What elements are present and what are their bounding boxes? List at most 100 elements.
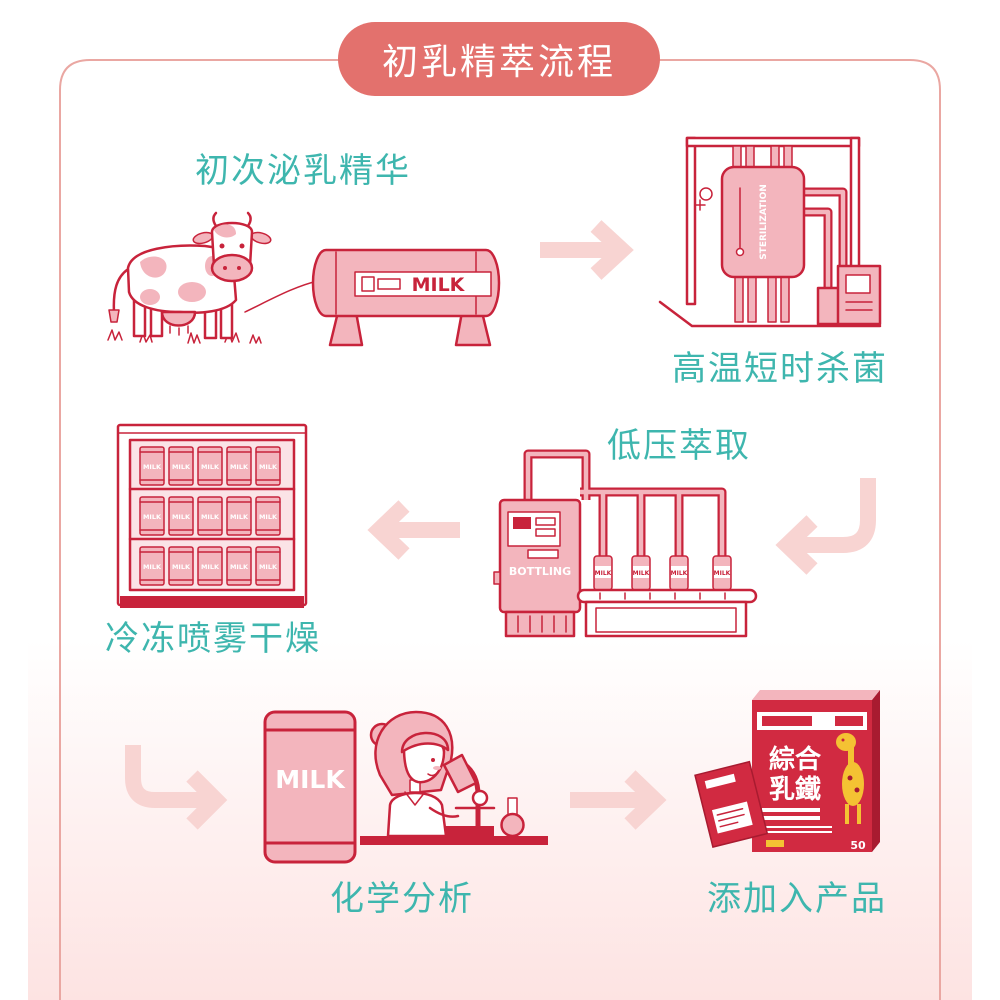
tank-panel-icon	[361, 276, 375, 292]
cow-icon	[107, 211, 319, 344]
giraffe-spot	[854, 787, 860, 793]
sachet-logo	[704, 773, 736, 789]
step-label-extraction: 低压萃取	[607, 426, 751, 466]
can-band	[168, 451, 194, 481]
big-milk-can	[263, 710, 357, 864]
bottle-label-plate	[671, 566, 687, 578]
title-badge: 初乳精萃流程	[338, 22, 660, 96]
step-label-spray-drying: 冷冻喷雾干燥	[105, 619, 321, 659]
freezer-can-label: MILK	[201, 513, 220, 521]
girl-cheek	[433, 766, 441, 770]
giraffe-neck	[848, 742, 854, 768]
pump-vents	[845, 301, 873, 311]
pump-panel	[845, 274, 871, 294]
box-subtitle-line	[762, 816, 820, 820]
can-band	[168, 551, 194, 581]
freezer-milk-can	[168, 496, 194, 536]
freezer-can-label: MILK	[143, 463, 162, 471]
box-side	[872, 690, 880, 852]
giraffe-head	[836, 733, 856, 751]
step-label-product: 添加入产品	[707, 879, 887, 919]
freezer-milk-can	[168, 546, 194, 586]
can-band	[139, 501, 165, 531]
freezer-milk-can	[197, 496, 223, 536]
can-band	[226, 501, 252, 531]
freezer-milk-can	[197, 446, 223, 486]
machine-vent	[527, 549, 559, 559]
machine-handle	[493, 571, 501, 585]
cow-teats	[169, 325, 189, 336]
microscope-base	[446, 826, 494, 836]
freezer-can-label: MILK	[172, 513, 191, 521]
girl-mouth	[427, 773, 437, 777]
product-name-line1: 綜合	[769, 744, 822, 775]
cow-eye	[219, 243, 225, 249]
display-screen	[513, 517, 531, 529]
cow-muzzle	[210, 253, 254, 283]
sterilizer-pipe	[780, 273, 790, 323]
bottling-machine-icon: BOTTLING MILK MILK MILK MILK	[493, 449, 758, 638]
sterilizer-side-pipe	[800, 187, 848, 290]
freezer-shelves	[128, 487, 296, 541]
freezer-milk-can	[255, 546, 281, 586]
tank-label: MILK	[412, 274, 466, 296]
flow-arrows	[125, 220, 876, 830]
sachet-label-lines	[716, 807, 745, 828]
brand-logo	[835, 716, 863, 726]
sterilizer-frame	[685, 136, 697, 306]
freezer-milk-can	[226, 496, 252, 536]
can-band	[255, 551, 281, 581]
box-count: 50	[850, 839, 866, 852]
arrow-left-icon	[367, 500, 460, 560]
freezer-can-label: MILK	[259, 513, 278, 521]
box-badge	[766, 840, 784, 847]
freezer-milk-can	[226, 546, 252, 586]
giraffe-leg	[845, 804, 849, 824]
can-band	[255, 451, 281, 481]
machine-base-grille	[517, 615, 567, 633]
box-top	[752, 690, 880, 700]
freezer-can-label: MILK	[172, 563, 191, 571]
freezer-milk-can	[226, 446, 252, 486]
box-header-mark	[762, 716, 812, 726]
cow-ear	[192, 231, 214, 245]
microscope-tube	[442, 753, 478, 794]
giraffe-eye	[841, 738, 845, 742]
sterilizer-base	[658, 300, 882, 328]
cow-spot	[178, 282, 206, 302]
flask-icon	[500, 812, 525, 838]
milking-hose	[244, 280, 319, 313]
can-band	[226, 551, 252, 581]
sterilizer-icon: STERILIZATION	[658, 136, 882, 328]
freezer-milk-can	[255, 496, 281, 536]
can-band	[197, 551, 223, 581]
girl-body	[386, 791, 448, 838]
lab-desk	[360, 836, 548, 845]
step-label-sterilization: 高温短时杀菌	[672, 349, 888, 389]
panel-button	[535, 517, 556, 526]
bottle-label-plate	[633, 566, 649, 578]
step-label-analysis: 化学分析	[330, 879, 474, 919]
cow-nostril	[223, 266, 227, 270]
machine-base	[504, 610, 576, 638]
tank-panel-icon	[377, 278, 401, 290]
can-band	[255, 501, 281, 531]
freezer-can-label: MILK	[143, 513, 162, 521]
freezer-milk-can	[197, 546, 223, 586]
extraction-pipes-fill	[525, 451, 725, 556]
can-bands	[263, 728, 357, 845]
milk-can-icon: MILK	[263, 710, 357, 864]
sterilizer-frame	[685, 136, 861, 148]
cow-tail	[112, 266, 132, 314]
freezer-can-label: MILK	[143, 563, 162, 571]
giraffe-spot	[847, 775, 853, 781]
freezer-can-label: MILK	[201, 563, 220, 571]
conveyor-belt	[576, 588, 758, 604]
giraffe-icon	[842, 762, 864, 806]
arrow-right-icon	[570, 770, 667, 830]
girl-collar	[404, 791, 426, 806]
cow-udder	[160, 310, 197, 327]
can-band	[139, 451, 165, 481]
